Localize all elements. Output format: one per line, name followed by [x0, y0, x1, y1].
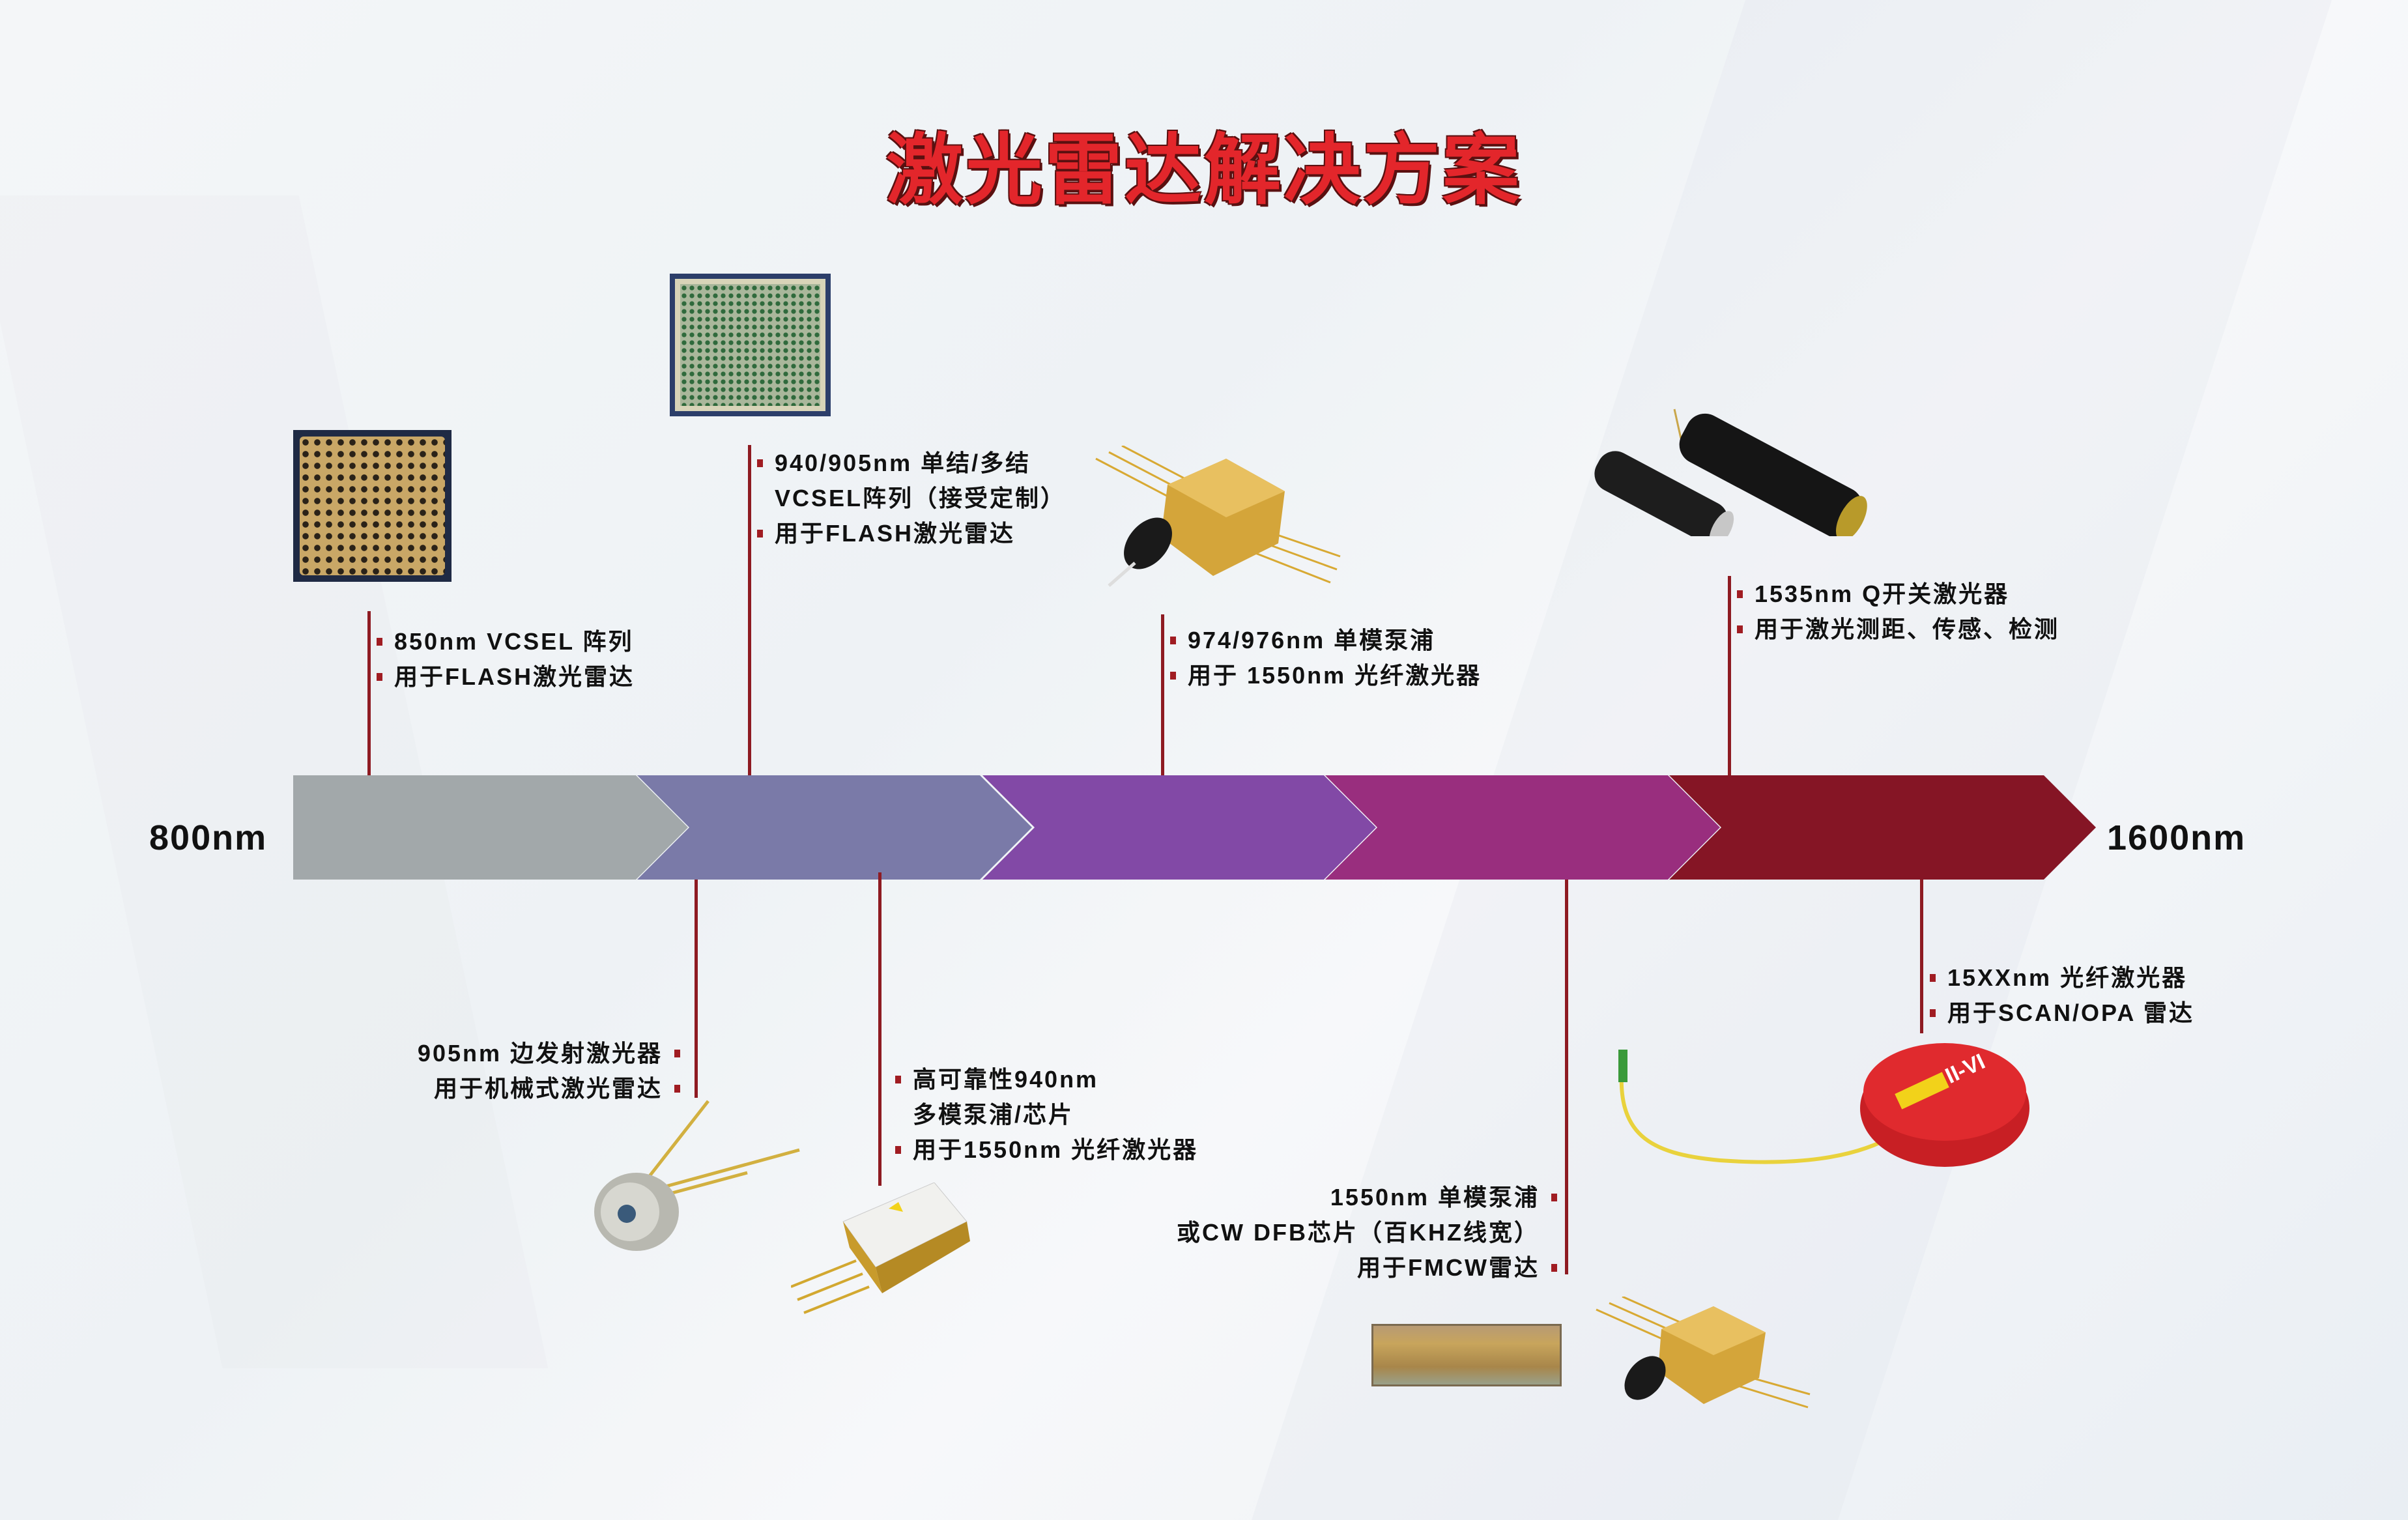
- product-905nm-edge-emitter: 905nm 边发射激光器 用于机械式激光雷达: [418, 1036, 680, 1106]
- product-line: 用于FLASH激光雷达: [394, 663, 635, 690]
- product-line: 974/976nm 单模泵浦: [1188, 627, 1436, 653]
- product-line: 905nm 边发射激光器: [417, 1040, 663, 1067]
- product-line: 940/905nm 单结/多结: [775, 450, 1031, 476]
- product-850nm-vcsel: 850nm VCSEL 阵列 用于FLASH激光雷达: [377, 624, 635, 695]
- product-line: 用于FLASH激光雷达: [775, 520, 1015, 547]
- connector-line: [695, 880, 698, 1098]
- product-940nm-high-reliability: 高可靠性940nm 多模泵浦/芯片 用于1550nm 光纤激光器: [895, 1062, 1198, 1168]
- axis-end-label: 1600nm: [2107, 818, 2246, 857]
- vcsel-array-image: [670, 274, 831, 416]
- product-line: 15XXnm 光纤激光器: [1947, 964, 2188, 991]
- band-segment-2: [637, 775, 1032, 880]
- background-shape: [1251, 0, 2332, 1520]
- multimode-pump-module-image: [791, 1183, 970, 1314]
- product-line: 多模泵浦/芯片: [913, 1101, 1074, 1128]
- page-title: 激光雷达解决方案: [885, 125, 1522, 215]
- to-can-laser-image: [594, 1100, 800, 1251]
- connector-line: [1920, 880, 1923, 1033]
- product-15xxnm-fiber-laser: 15XXnm 光纤激光器 用于SCAN/OPA 雷达: [1930, 960, 2194, 1031]
- axis-start-label: 800nm: [149, 818, 268, 857]
- butterfly-pump-module-2-image: [1596, 1297, 1811, 1409]
- product-line: 或CW DFB芯片（百KHZ线宽）: [1177, 1219, 1540, 1246]
- product-1535nm-qswitch: 1535nm Q开关激光器 用于激光测距、传感、检测: [1737, 577, 2059, 647]
- connector-line: [1161, 614, 1164, 775]
- product-line: 用于FMCW雷达: [1357, 1254, 1540, 1281]
- product-1550nm-pump-dfb: 1550nm 单模泵浦 或CW DFB芯片（百KHZ线宽） 用于FMCW雷达: [1177, 1180, 1557, 1285]
- connector-line: [367, 611, 371, 775]
- product-line: 用于 1550nm 光纤激光器: [1188, 662, 1482, 689]
- fiber-laser-module-image: II-VI: [1618, 1043, 2029, 1167]
- connector-line: [748, 445, 751, 775]
- connector-line: [1728, 576, 1731, 775]
- band-segment-3: [982, 775, 1376, 880]
- band-segment-4: [1325, 775, 1720, 880]
- product-940-905nm-vcsel: 940/905nm 单结/多结 VCSEL阵列（接受定制） 用于FLASH激光雷…: [757, 446, 1066, 551]
- connector-line: [878, 872, 882, 1186]
- product-line: 用于机械式激光雷达: [433, 1075, 663, 1102]
- product-line: 850nm VCSEL 阵列: [394, 628, 634, 655]
- butterfly-pump-module-image: [1095, 446, 1341, 587]
- product-line: 高可靠性940nm: [913, 1066, 1099, 1093]
- product-974-976nm-pump: 974/976nm 单模泵浦 用于 1550nm 光纤激光器: [1170, 623, 1482, 693]
- band-segment-1: [293, 775, 688, 880]
- qswitch-laser-image: [1594, 409, 1867, 536]
- connector-line: [1565, 880, 1568, 1274]
- dfb-chip-image: [1371, 1324, 1562, 1386]
- product-line: 1550nm 单模泵浦: [1330, 1184, 1540, 1211]
- vcsel-chip-image: [293, 430, 452, 582]
- product-line: 用于1550nm 光纤激光器: [913, 1136, 1199, 1163]
- band-segment-5: [1669, 775, 2096, 880]
- product-line: 1535nm Q开关激光器: [1755, 581, 2010, 607]
- product-line: 用于激光测距、传感、检测: [1755, 616, 2060, 642]
- product-line: VCSEL阵列（接受定制）: [775, 485, 1067, 511]
- product-line: 用于SCAN/OPA 雷达: [1947, 999, 2195, 1026]
